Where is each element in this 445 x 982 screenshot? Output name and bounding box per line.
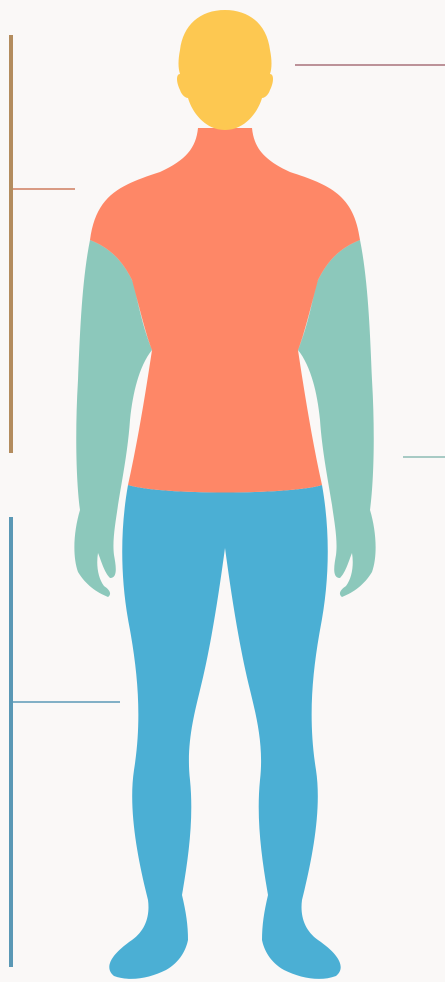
lower-body-bracket bbox=[9, 517, 13, 967]
upper-body-bracket bbox=[9, 35, 13, 453]
